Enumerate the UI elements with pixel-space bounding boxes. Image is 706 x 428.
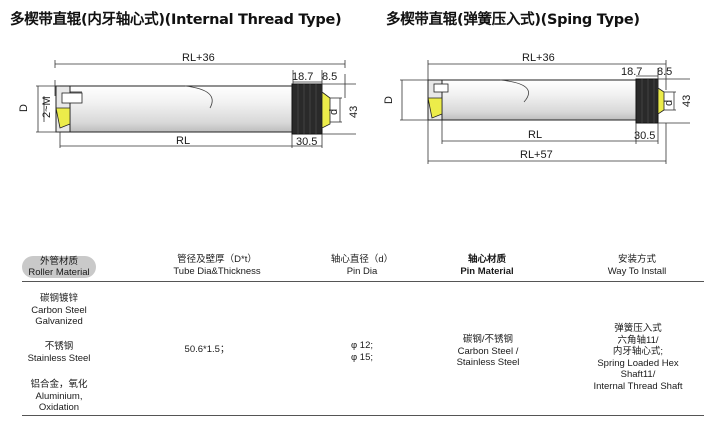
- install-line-5: Shaft11/: [620, 369, 656, 380]
- dim-43-left: 43: [348, 106, 360, 118]
- table-bottom-rule: [22, 415, 704, 416]
- header-pin-material: 轴心材质 Pin Material: [442, 254, 532, 278]
- dim-30-5-left: 30.5: [296, 136, 317, 148]
- dim-rl36-right: RL+36: [522, 52, 555, 64]
- install-line-2: 六角轴11/: [617, 334, 659, 346]
- dim-d-right: D: [383, 96, 395, 104]
- tube-value: 50.6*1.5；: [184, 344, 230, 355]
- install-line-3: 内牙轴心式;: [612, 346, 664, 357]
- title-spring-type: 多楔带直辊(弹簧压入式)(Sping Type): [386, 12, 640, 28]
- header-roller-material: 外管材质 Roller Material: [22, 256, 96, 278]
- header-tube-cn: 管径及壁厚（D*t）: [177, 254, 257, 265]
- pin-dia-values: φ 12; φ 15;: [332, 340, 392, 363]
- pin-dia-12: φ 12;: [350, 340, 373, 351]
- header-material-cn: 外管材质: [39, 256, 78, 267]
- title-internal-thread: 多楔带直辊(内牙轴心式)(Internal Thread Type): [10, 12, 342, 28]
- material-1-cn: 碳钢镀锌: [39, 293, 78, 304]
- pin-material-cn: 碳钢/不锈钢: [462, 334, 514, 345]
- dim-d-left: D: [18, 104, 30, 112]
- material-1-en1: Carbon Steel: [31, 304, 87, 316]
- dim-8-5-right: 8.5: [657, 66, 672, 78]
- header-pin-dia: 轴心直径（d） Pin Dia: [322, 254, 402, 278]
- header-tube-en: Tube Dia&Thickness: [173, 266, 261, 277]
- pin-dia-15: φ 15;: [350, 351, 373, 363]
- material-2-cn: 不锈钢: [44, 341, 74, 352]
- dim-8-5-left: 8.5: [322, 71, 337, 83]
- pin-material-values: 碳钢/不锈钢 Carbon Steel / Stainless Steel: [438, 334, 538, 369]
- material-aluminium: 铝合金，氧化 Aluminium, Oxidation: [18, 379, 100, 414]
- drawing-spring-type: RL+36 18.7 8.5 D d 43 RL 30.5 RL+57: [383, 52, 693, 164]
- material-3-en1: Aluminium,: [35, 390, 83, 402]
- drawing-internal-thread: RL+36 18.7 8.5 D 2~M d 43 RL 30.5: [18, 52, 360, 148]
- material-1-en2: Galvanized: [35, 316, 83, 327]
- header-material-en: Roller Material: [28, 267, 90, 278]
- header-pinmat-cn: 轴心材质: [467, 254, 506, 265]
- dim-43-right: 43: [681, 95, 693, 107]
- install-line-4: Spring Loaded Hex: [597, 357, 679, 369]
- install-line-6: Internal Thread Shaft: [593, 380, 683, 392]
- header-install: 安装方式 Way To Install: [582, 254, 692, 278]
- header-pin-cn: 轴心直径（d）: [330, 254, 394, 265]
- material-3-en2: Oxidation: [38, 402, 80, 413]
- install-line-1: 弹簧压入式: [614, 323, 662, 334]
- header-tube: 管径及壁厚（D*t） Tube Dia&Thickness: [162, 254, 272, 278]
- dim-rl-left: RL: [176, 135, 190, 147]
- pin-material-en1: Carbon Steel /: [457, 345, 519, 357]
- material-3-cn: 铝合金，氧化: [30, 379, 88, 390]
- install-values: 弹簧压入式 六角轴11/ 内牙轴心式; Spring Loaded Hex Sh…: [578, 323, 698, 392]
- pin-material-en2: Stainless Steel: [456, 357, 520, 368]
- dim-pin-d-right: d: [663, 100, 675, 106]
- header-pinmat-en: Pin Material: [460, 266, 514, 277]
- header-install-cn: 安装方式: [617, 254, 656, 265]
- dim-18-7-right: 18.7: [621, 66, 642, 78]
- material-carbon-steel: 碳钢镀锌 Carbon Steel Galvanized: [18, 293, 100, 328]
- dim-pin-d-left: d: [328, 109, 340, 115]
- dim-rl57-right: RL+57: [520, 149, 553, 161]
- table-top-rule: [22, 281, 704, 282]
- header-install-en: Way To Install: [607, 266, 667, 277]
- dim-30-5-right: 30.5: [634, 130, 655, 142]
- dim-rl36-left: RL+36: [182, 52, 215, 64]
- material-2-en: Stainless Steel: [27, 352, 91, 364]
- dim-18-7-left: 18.7: [292, 71, 313, 83]
- header-pin-en: Pin Dia: [346, 266, 378, 277]
- dim-rl-right: RL: [528, 129, 542, 141]
- dim-2m-left: 2~M: [41, 96, 53, 118]
- material-stainless: 不锈钢 Stainless Steel: [18, 341, 100, 364]
